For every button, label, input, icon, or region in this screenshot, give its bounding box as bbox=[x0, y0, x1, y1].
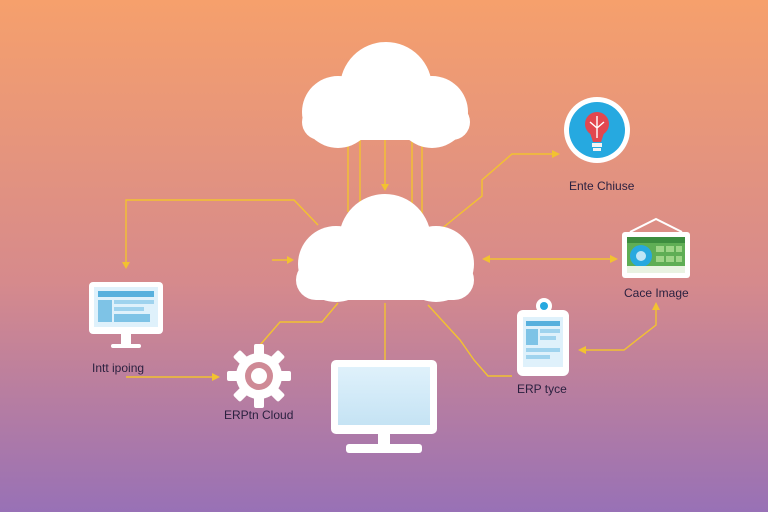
tablet-label: ERP tyce bbox=[517, 382, 567, 396]
monitor-icon bbox=[89, 282, 163, 348]
connector-lines bbox=[122, 140, 660, 381]
gear-label: ERPtn Cloud bbox=[224, 408, 294, 422]
server-label: Cace Image bbox=[624, 286, 689, 300]
bulb-label: Ente Chiuse bbox=[569, 179, 635, 193]
top-cloud-icon bbox=[302, 42, 470, 148]
server-icon bbox=[622, 217, 690, 278]
gear-icon bbox=[227, 344, 291, 408]
lightbulb-icon bbox=[564, 97, 630, 163]
monitor-label: Intt ipoing bbox=[92, 361, 145, 375]
desktop-icon bbox=[331, 360, 437, 453]
central-cloud-icon bbox=[296, 194, 474, 302]
tablet-icon bbox=[517, 298, 569, 376]
